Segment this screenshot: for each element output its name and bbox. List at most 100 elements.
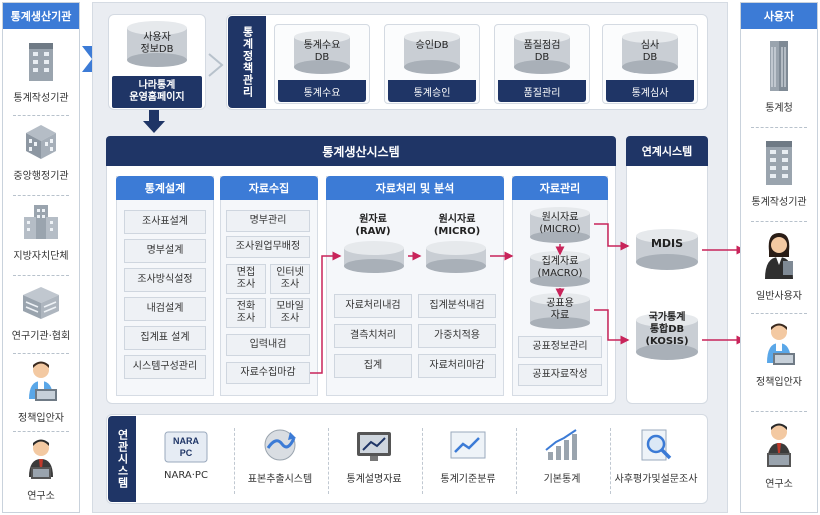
analysis-item[interactable]: 집계분석내검: [418, 294, 496, 318]
sampling-globe-icon: [260, 424, 300, 464]
user-label: 정책입안자: [756, 377, 802, 388]
related-system-item[interactable]: 사후평가및설문조사: [612, 424, 700, 485]
collect-title: 자료수집: [220, 176, 318, 200]
service-db-label: 통계수요 DB: [303, 40, 341, 63]
producer-item-research: 연구소: [3, 437, 79, 502]
collect-item[interactable]: 조사원업무배정: [226, 236, 310, 258]
analysis-item[interactable]: 자료처리마감: [418, 354, 496, 378]
service-db-cylinder-icon: [404, 31, 460, 74]
related-system-item[interactable]: 통계설명자료: [330, 424, 418, 485]
related-system-label: NARA·PC: [164, 470, 208, 481]
user-label: 연구소: [765, 479, 793, 490]
producer-item-local: 지방자치단체: [3, 203, 79, 262]
manage-db-label: 집계자료 (MACRO): [537, 256, 583, 279]
magnifier-document-icon: [636, 424, 676, 464]
bar-growth-icon: [542, 424, 582, 464]
homepage-button[interactable]: 나라통계 운영홈페이지: [112, 76, 202, 108]
collect-item[interactable]: 전화 조사: [226, 298, 266, 328]
service-label[interactable]: 품질관리: [498, 80, 586, 102]
manage-item[interactable]: 공표자료작성: [518, 364, 602, 386]
producer-label: 정책입안자: [18, 413, 64, 424]
related-system-item[interactable]: 통계기준분류: [424, 424, 512, 485]
producer-label: 중앙행정기관: [13, 171, 69, 182]
service-db-label: 승인DB: [415, 40, 449, 51]
design-title: 통계설계: [116, 176, 214, 200]
link-title: 연계시스템: [626, 136, 708, 166]
analysis-item[interactable]: 가중치적용: [418, 324, 496, 348]
related-system-label: 기본통계: [543, 474, 581, 485]
building-group-icon: [26, 125, 56, 159]
related-system-label: 표본추출시스템: [247, 474, 313, 485]
producer-title: 통계생산기관: [3, 3, 79, 29]
mdis-label: MDIS: [650, 237, 684, 250]
analysis-title: 자료처리 및 분석: [326, 176, 504, 200]
person-laptop-icon: [767, 323, 795, 365]
classification-chart-icon: [447, 424, 489, 464]
design-item[interactable]: 시스템구성관리: [124, 355, 206, 379]
monitor-chart-icon: [353, 424, 395, 464]
user-db-label: 사용자 정보DB: [140, 32, 174, 55]
raw-data-label: 원자료 (RAW): [355, 214, 391, 237]
manage-item[interactable]: 공표정보관리: [518, 336, 602, 358]
producer-column: 통계생산기관 통계작성기관 중앙행정기관 지방자치단체 연구기관·협회: [2, 2, 80, 513]
down-arrow-icon: [143, 110, 165, 133]
manage-title: 자료관리: [512, 176, 608, 200]
user-item-general: 일반사용자: [741, 231, 817, 302]
analysis-item[interactable]: 집계: [334, 354, 412, 378]
nara-logo-line2: PC: [180, 448, 193, 458]
user-woman-icon: [765, 233, 793, 279]
building-group-icon: [24, 205, 58, 239]
producer-label: 지방자치단체: [13, 251, 69, 262]
publish-store-cylinder-icon: [530, 293, 590, 329]
collect-item[interactable]: 자료수집마감: [226, 362, 310, 384]
service-db-cylinder-icon: [514, 31, 570, 74]
producer-label: 연구기관·협회: [11, 331, 71, 342]
analysis-item[interactable]: 결측치처리: [334, 324, 412, 348]
service-label[interactable]: 통계승인: [388, 80, 476, 102]
service-label[interactable]: 통계수요: [278, 80, 366, 102]
researcher-icon: [29, 439, 53, 479]
kosis-label: 국가통계 통합DB (KOSIS): [645, 312, 689, 347]
producer-label: 연구소: [27, 491, 55, 502]
person-laptop-icon: [29, 361, 57, 401]
researcher-icon: [767, 423, 791, 467]
design-item[interactable]: 조사방식설정: [124, 268, 206, 292]
right-chevron-outline-icon: [208, 53, 224, 77]
service-db-label: 품질점검 DB: [523, 40, 561, 63]
building-icon: [29, 43, 53, 81]
policy-title: 통계정책관리: [228, 16, 266, 108]
related-system-item[interactable]: 표본추출시스템: [236, 424, 324, 485]
collect-item[interactable]: 면접 조사: [226, 264, 266, 294]
user-item-research: 연구소: [741, 421, 817, 490]
micro-db-cylinder-icon: [426, 241, 486, 273]
manage-db-label: 원시자료 (MICRO): [539, 212, 581, 235]
producer-item-policy: 정책입안자: [3, 359, 79, 424]
user-label: 통계청: [765, 103, 793, 114]
building-icon: [766, 141, 792, 185]
user-item-statistics-korea: 통계청: [741, 39, 817, 114]
collect-item[interactable]: 모바일 조사: [270, 298, 310, 328]
related-system-item[interactable]: 기본통계: [518, 424, 606, 485]
service-db-cylinder-icon: [622, 31, 678, 74]
micro-data-label: 원시자료 (MICRO): [433, 214, 481, 237]
user-item-stat-agency: 통계작성기관: [741, 137, 817, 208]
producer-label: 통계작성기관: [13, 93, 69, 104]
tower-building-icon: [770, 41, 788, 91]
producer-item-institute: 연구기관·협회: [3, 285, 79, 342]
service-label[interactable]: 통계심사: [606, 80, 694, 102]
collect-item[interactable]: 입력내검: [226, 334, 310, 356]
related-system-label: 사후평가및설문조사: [614, 474, 698, 485]
design-item[interactable]: 내검설계: [124, 297, 206, 321]
collect-item[interactable]: 인터넷 조사: [270, 264, 310, 294]
design-item[interactable]: 명부설계: [124, 239, 206, 263]
service-db-label: 심사 DB: [640, 40, 660, 63]
collect-item[interactable]: 명부관리: [226, 210, 310, 232]
analysis-item[interactable]: 자료처리내검: [334, 294, 412, 318]
user-item-policy: 정책입안자: [741, 321, 817, 388]
design-item[interactable]: 조사표설계: [124, 210, 206, 234]
user-column: 사용자 통계청 통계작성기관 일반사용자 정책입안자: [740, 2, 818, 513]
design-item[interactable]: 집계표 설계: [124, 326, 206, 350]
producer-item-central: 중앙행정기관: [3, 123, 79, 182]
